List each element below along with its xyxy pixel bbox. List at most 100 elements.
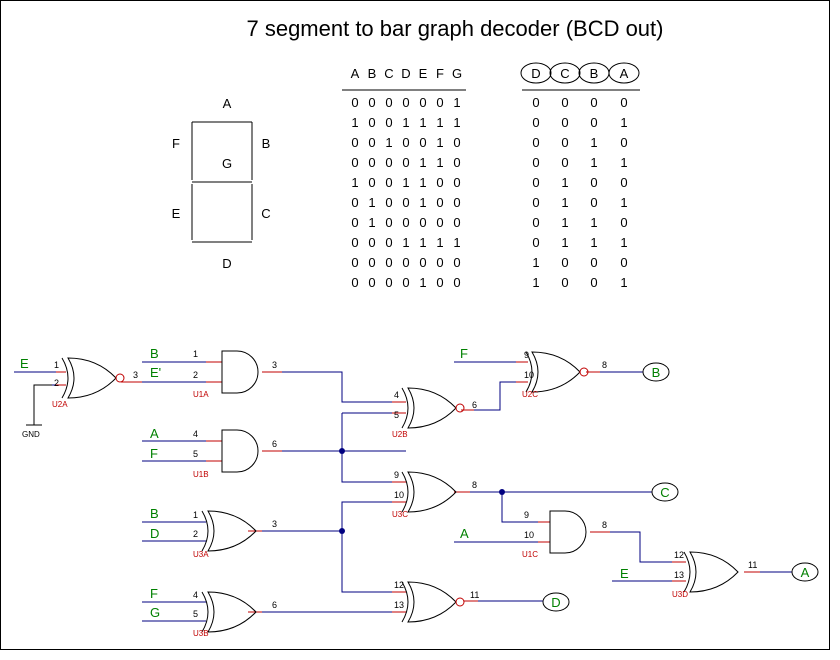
ref-u1a: U1A [193, 390, 209, 399]
table-cell: 0 [620, 135, 627, 150]
xor-gate-u3b [207, 591, 257, 633]
pin-number: 4 [193, 429, 198, 439]
table-cell: 0 [532, 155, 539, 170]
table-cell: 0 [532, 115, 539, 130]
signal-label-e: E [20, 356, 29, 371]
seven-segment-figure [191, 121, 253, 243]
xor-gate-u3b-xor-arc [201, 591, 209, 633]
segment-label-g: G [222, 156, 232, 171]
table-cell: 0 [385, 195, 392, 210]
table-cell: 0 [368, 115, 375, 130]
pin-number: 2 [193, 529, 198, 539]
table-cell: 0 [351, 255, 358, 270]
table-cell: 1 [402, 175, 409, 190]
output-terminal-d-label: D [551, 595, 560, 610]
frame [0, 0, 830, 650]
signal-label-d: D [150, 526, 159, 541]
table-cell: 0 [561, 155, 568, 170]
ref-u1b: U1B [193, 470, 209, 479]
pin-number: 10 [524, 370, 534, 380]
table-cell: 0 [402, 95, 409, 110]
pin-number: 6 [272, 439, 277, 449]
table-cell: 1 [620, 235, 627, 250]
and-gate-u1c [549, 510, 587, 554]
table-cell: 0 [453, 155, 460, 170]
table-cell: 0 [436, 195, 443, 210]
wire [262, 501, 406, 532]
table-cell: 1 [385, 135, 392, 150]
pin-number: 9 [394, 470, 399, 480]
pin-number: 5 [193, 449, 198, 459]
xor-gate-u3c [407, 471, 457, 513]
table-cell: 0 [351, 135, 358, 150]
junction-dot [339, 448, 345, 454]
table-cell: 0 [561, 275, 568, 290]
pin-number: 12 [394, 580, 404, 590]
xor-gate-u3c-xor-arc [401, 471, 409, 513]
table-cell: 1 [590, 235, 597, 250]
table-cell: 0 [532, 215, 539, 230]
wire [461, 381, 528, 411]
table-cell: 0 [453, 135, 460, 150]
table-cell: 1 [561, 175, 568, 190]
table-cell: 0 [620, 175, 627, 190]
pin-number: 9 [524, 510, 529, 520]
segment-label-a: A [223, 96, 232, 111]
pin-number: 13 [674, 570, 684, 580]
table-cell: 0 [385, 235, 392, 250]
pin-number: 3 [133, 370, 138, 380]
table-cell: 0 [385, 255, 392, 270]
segment-label-f: F [172, 136, 180, 151]
input-header: F [436, 66, 444, 81]
output-header-ellipse [520, 62, 552, 84]
table-cell: 0 [590, 255, 597, 270]
xnor-gate-u2b [407, 387, 457, 429]
pin-number: 3 [272, 519, 277, 529]
xnor-gate-u3c-d [407, 581, 457, 623]
table-cell: 0 [385, 275, 392, 290]
gnd-label: GND [22, 430, 40, 439]
circuit-gates [61, 350, 739, 633]
pin-number: 4 [193, 590, 198, 600]
pin-number: 1 [54, 360, 59, 370]
table-cell: 0 [402, 255, 409, 270]
table-cell: 0 [368, 135, 375, 150]
pin-number: 8 [602, 360, 607, 370]
xor-gate-u3a [207, 510, 257, 552]
pin-number: 1 [193, 510, 198, 520]
table-cell: 0 [590, 275, 597, 290]
table-cell: 0 [385, 215, 392, 230]
segment-label-b: B [262, 136, 271, 151]
table-cell: 0 [436, 95, 443, 110]
table-cell: 1 [402, 115, 409, 130]
table-cell: 0 [368, 155, 375, 170]
table-cell: 1 [419, 195, 426, 210]
table-cell: 0 [590, 195, 597, 210]
ref-u1c: U1C [522, 550, 538, 559]
inversion-bubble [579, 367, 589, 377]
table-cell: 0 [419, 95, 426, 110]
pin-number: 4 [394, 390, 399, 400]
table-cell: 0 [351, 275, 358, 290]
table-cell: 0 [453, 275, 460, 290]
table-cell: 0 [368, 235, 375, 250]
table-cell: 0 [368, 255, 375, 270]
xnor-gate-u2c [531, 351, 581, 393]
table-cell: 1 [590, 215, 597, 230]
table-cell: 1 [620, 115, 627, 130]
input-header: G [452, 66, 462, 81]
table-cell: 0 [368, 95, 375, 110]
inversion-bubble [115, 373, 125, 383]
table-cell: 0 [532, 135, 539, 150]
ref-u3a: U3A [193, 550, 209, 559]
wire [501, 492, 550, 523]
gnd-wire [33, 384, 52, 425]
table-cell: 0 [385, 95, 392, 110]
ref-u3d: U3D [672, 590, 688, 599]
table-cell: 1 [453, 95, 460, 110]
table-cell: 0 [351, 155, 358, 170]
pin-number: 10 [524, 530, 534, 540]
signal-label-f: F [150, 586, 158, 601]
table-cell: 1 [620, 195, 627, 210]
